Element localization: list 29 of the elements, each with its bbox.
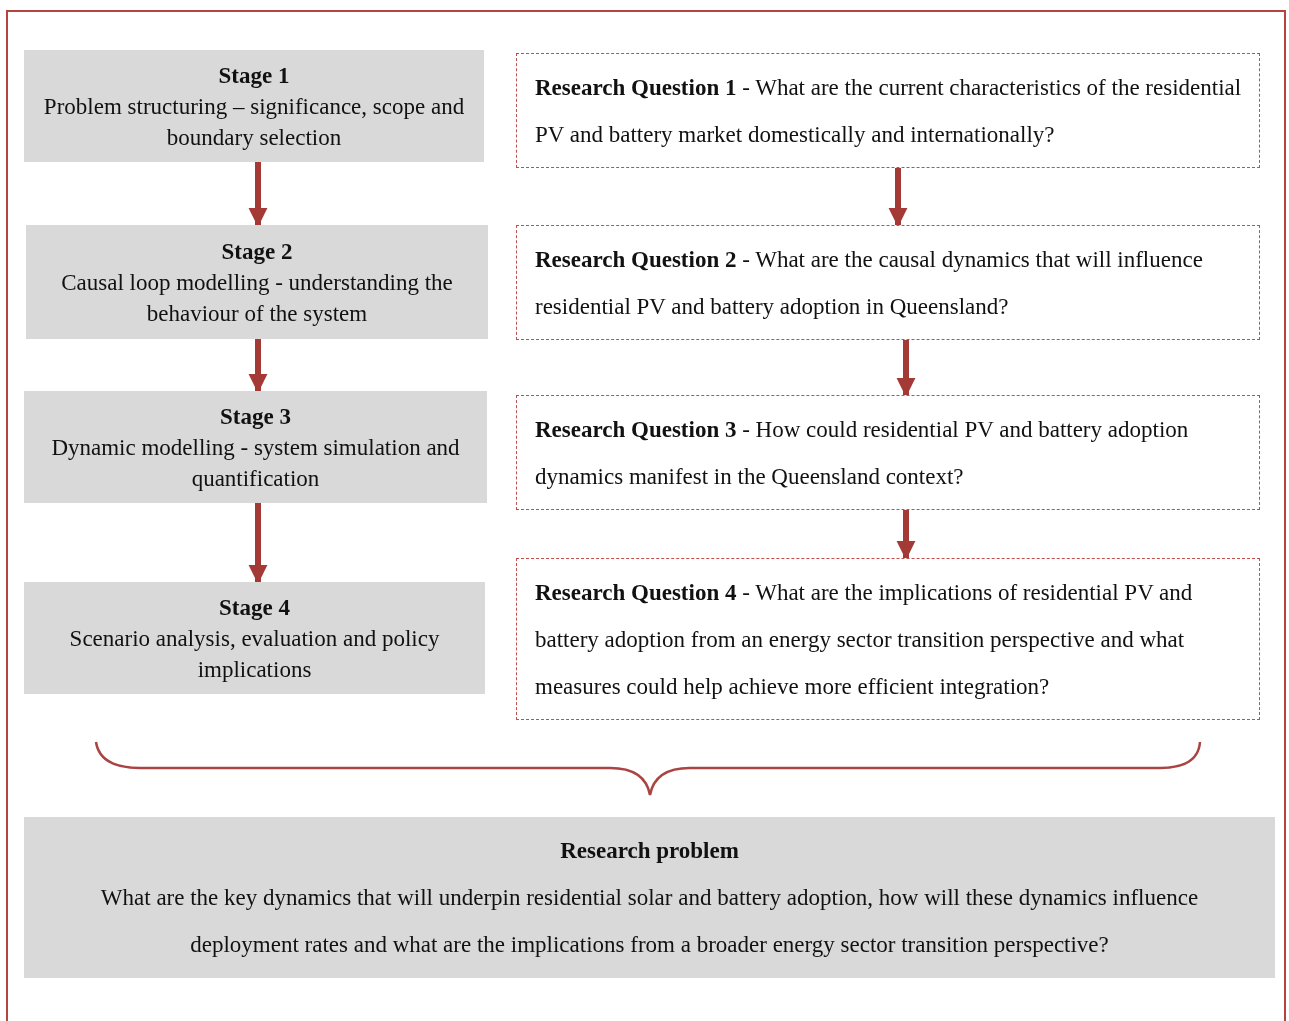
arrow (896, 510, 916, 560)
arrow (896, 340, 916, 397)
question-box (516, 558, 1260, 720)
problem-box (24, 817, 1275, 978)
box-text: What are the key dynamics that will underpin residential solar and battery adoption, how will these dynamics influence deployment rates and what are the implications from a broader energy sector transition perspective? (99, 884, 1200, 959)
box-text: Dynamic modelling - system simulation and quantification (50, 433, 461, 493)
arrow (248, 503, 268, 584)
arrow (248, 339, 268, 393)
arrow (248, 162, 268, 227)
box-heading: Stage 2 (220, 237, 294, 266)
box-text: Research Question 2 - What are the causal dynamics that will influence residential PV and battery adoption in Queensland? (535, 245, 1204, 321)
box-heading: Research problem (559, 837, 740, 865)
box-text: Research Question 1 - What are the current characteristics of the residential PV and battery market domestically and internationally? (535, 73, 1243, 149)
box-heading: Stage 1 (217, 61, 291, 90)
stage-box (26, 225, 488, 339)
box-heading: Stage 3 (219, 402, 292, 431)
box-text: Causal loop modelling - understanding the behaviour of the system (60, 268, 454, 328)
stage-box (24, 391, 487, 503)
question-box (516, 395, 1260, 510)
stage-box (24, 50, 484, 162)
box-text: Research Question 4 - What are the implications of residential PV and battery adoption from an energy sector transition perspective and what measures could help achieve more efficient integration? (535, 578, 1194, 701)
stage-box (24, 582, 485, 694)
box-text: Scenario analysis, evaluation and policy implications (68, 624, 441, 684)
box-text: Problem structuring – significance, scope and boundary selection (42, 92, 466, 152)
box-text: Research Question 3 - How could residential PV and battery adoption dynamics manifest in the Queensland context? (535, 415, 1190, 491)
question-box (516, 53, 1260, 168)
arrow (888, 168, 908, 227)
question-box (516, 225, 1260, 340)
box-heading: Stage 4 (218, 593, 291, 622)
